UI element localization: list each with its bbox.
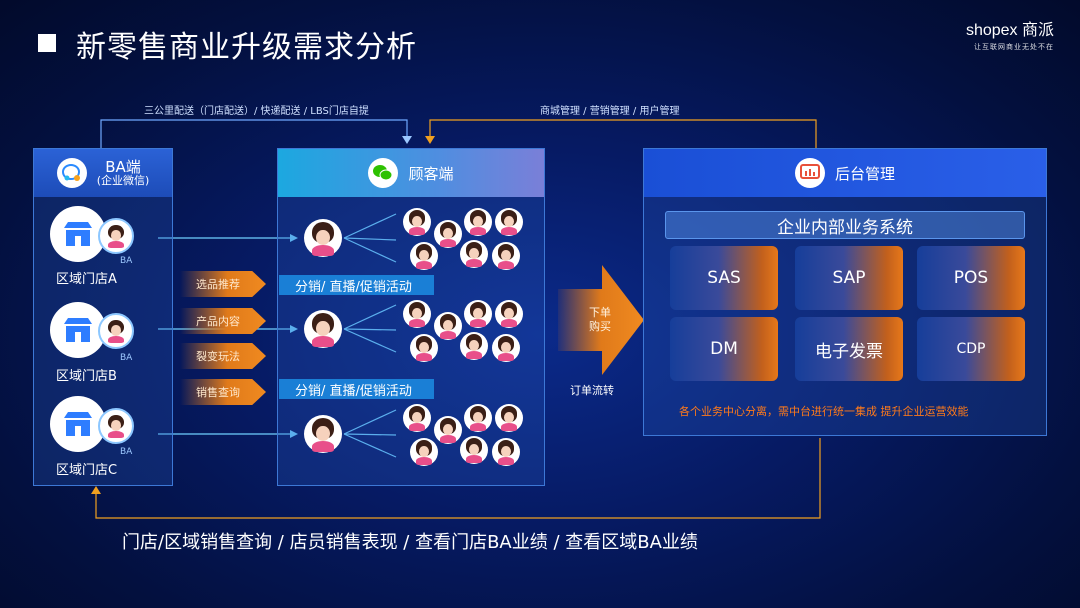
backend-panel-title: 后台管理: [834, 164, 895, 183]
system-cdp[interactable]: CDP: [917, 317, 1025, 381]
arrow-tag-product-recommend: 选品推荐: [180, 271, 266, 297]
system-dm[interactable]: DM: [670, 317, 778, 381]
ba-panel-subtitle: (企业微信): [96, 174, 150, 188]
store-c[interactable]: [50, 396, 106, 452]
customer-avatar: [410, 334, 438, 362]
customer-avatar: [464, 404, 492, 432]
customer-avatar: [304, 310, 342, 348]
customer-avatar: [410, 438, 438, 466]
logo-brand: shopex 商派: [965, 22, 1054, 39]
customer-avatar: [460, 332, 488, 360]
wechat-icon: [368, 158, 399, 188]
customer-avatar: [403, 208, 431, 236]
customer-avatar: [304, 219, 342, 257]
ba-tag: BA: [120, 447, 133, 457]
store-label-c: 区域门店C: [56, 463, 118, 478]
promo-strip-2: 分销/ 直播/促销活动: [279, 379, 434, 399]
ba-avatar-icon: [98, 218, 134, 254]
customer-avatar: [403, 300, 431, 328]
arrow-tag-product-content: 产品内容: [180, 308, 266, 334]
customer-avatar: [495, 404, 523, 432]
ba-tag: BA: [120, 353, 133, 363]
page-title: 新零售商业升级需求分析: [76, 30, 417, 65]
system-pos[interactable]: POS: [917, 246, 1025, 310]
customer-avatar: [460, 240, 488, 268]
backend-note: 各个业务中心分离，需中台进行统一集成 提升企业运营效能: [679, 405, 969, 418]
logo-slogan: 让互联网商业无处不在: [974, 43, 1054, 51]
system-e-invoice[interactable]: 电子发票: [795, 317, 903, 381]
arrow-tag-viral-play: 裂变玩法: [180, 343, 266, 369]
customer-avatar: [434, 416, 462, 444]
system-sas[interactable]: SAS: [670, 246, 778, 310]
customer-avatar: [410, 242, 438, 270]
customer-avatar: [460, 436, 488, 464]
system-sap[interactable]: SAP: [795, 246, 903, 310]
title-bullet: [38, 34, 56, 52]
ba-panel-header: BA端 (企业微信): [34, 149, 172, 197]
flow-label-management: 商城管理 / 营销管理 / 用户管理: [540, 106, 680, 117]
customer-avatar: [495, 208, 523, 236]
customer-avatar: [464, 300, 492, 328]
customer-avatar: [304, 415, 342, 453]
backend-panel-header: 后台管理: [644, 149, 1046, 197]
arrow-tag-sales-query: 销售查询: [180, 379, 266, 405]
order-flow-label: 订单流转: [570, 384, 614, 397]
flow-label-delivery: 三公里配送（门店配送）/ 快递配送 / LBS门店自提: [144, 106, 369, 117]
order-arrow-line1: 下单: [589, 306, 611, 319]
customer-avatar: [464, 208, 492, 236]
customer-avatar: [403, 404, 431, 432]
customer-panel-title: 顾客端: [408, 164, 454, 183]
ba-avatar-icon: [98, 408, 134, 444]
store-icon: [50, 206, 106, 262]
dashboard-icon: [794, 158, 825, 188]
order-arrow-label: 下单 购买: [589, 306, 611, 335]
store-label-a: 区域门店A: [56, 272, 117, 287]
customer-panel-header: 顾客端: [278, 149, 544, 197]
order-arrow-line2: 购买: [589, 320, 611, 334]
customer-avatar: [434, 220, 462, 248]
store-b[interactable]: [50, 302, 106, 358]
customer-avatar: [492, 438, 520, 466]
store-icon: [50, 396, 106, 452]
store-a[interactable]: [50, 206, 106, 262]
promo-strip-1: 分销/ 直播/促销活动: [279, 275, 434, 295]
ba-avatar-icon: [98, 313, 134, 349]
ba-panel-title: BA端: [105, 157, 141, 176]
customer-avatar: [434, 312, 462, 340]
customer-avatar: [492, 242, 520, 270]
ba-tag: BA: [120, 256, 133, 266]
customer-avatar: [495, 300, 523, 328]
bottom-flow-label: 门店/区域销售查询 / 店员销售表现 / 查看门店BA业绩 / 查看区域BA业绩: [122, 532, 698, 553]
order-arrow-icon: [558, 265, 644, 375]
store-icon: [50, 302, 106, 358]
brand-logo: shopex 商派 让互联网商业无处不在: [966, 16, 1054, 52]
wecom-icon: [56, 158, 87, 188]
system-header: 企业内部业务系统: [665, 211, 1025, 239]
customer-avatar: [492, 334, 520, 362]
store-label-b: 区域门店B: [56, 369, 117, 384]
